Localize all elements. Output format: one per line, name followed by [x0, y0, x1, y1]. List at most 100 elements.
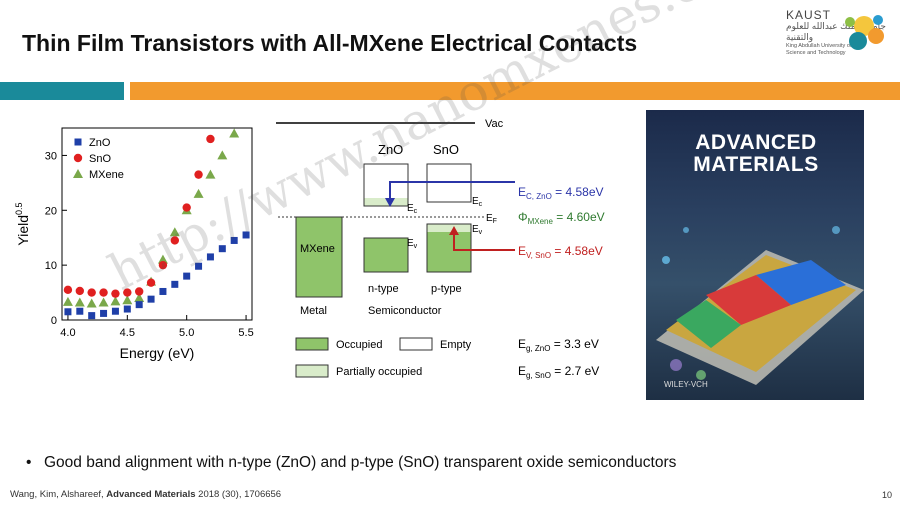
bullet-dot: • — [26, 454, 32, 471]
legend-label-zno: ZnO — [89, 137, 111, 149]
ev-sno-label: Ev — [472, 224, 483, 236]
data-point-sno — [63, 285, 73, 295]
zno-partially-occupied — [364, 198, 408, 206]
y-tick-label: 10 — [45, 260, 57, 272]
bullet-point: • Good band alignment with n-type (ZnO) a… — [26, 454, 676, 472]
sno-label: SnO — [433, 142, 459, 157]
legend-partial-label: Partially occupied — [336, 366, 422, 378]
slide-title: Thin Film Transistors with All-MXene Ele… — [22, 30, 638, 56]
x-tick-label: 4.5 — [120, 327, 135, 339]
data-point-zno — [195, 262, 203, 270]
journal-cover-image: ADVANCED MATERIALS WILEY-VCH — [646, 110, 864, 400]
sno-vb-outline — [426, 223, 472, 273]
cover-title-line1: ADVANCED — [695, 131, 817, 154]
bullet-text: Good band alignment with n-type (ZnO) an… — [44, 454, 677, 471]
data-point-sno — [111, 289, 120, 298]
cover-publisher: WILEY-VCH — [664, 380, 708, 389]
band-diagram: Vac ZnO SnO Ec Ec EF MXene Metal Ev Ev n… — [276, 118, 605, 380]
y-tick-label: 20 — [45, 205, 57, 217]
ec-zno-arrowhead — [385, 198, 395, 207]
citation-prefix: Wang, Kim, Alshareef, — [10, 489, 107, 500]
zno-valence-band — [363, 237, 409, 273]
legend-occupied-swatch — [295, 337, 329, 351]
data-point-mxene — [157, 254, 168, 264]
header-bar-orange — [130, 82, 900, 100]
ev-zno-label: Ev — [407, 238, 418, 250]
ef-label: EF — [486, 213, 497, 225]
x-tick-label: 5.0 — [179, 327, 194, 339]
semiconductor-label: Semiconductor — [368, 305, 442, 317]
zno-label: ZnO — [378, 142, 403, 157]
legend-label-sno: SnO — [89, 153, 111, 165]
ec-zno-arrow — [389, 181, 515, 204]
zno-cb-outline — [363, 163, 409, 207]
data-point-mxene — [229, 128, 240, 138]
legend-partial-swatch — [295, 364, 329, 378]
legend-marker-sno — [73, 153, 83, 163]
vac-label: Vac — [485, 118, 504, 130]
ev-sno-value: EV, SnO = 4.58eV — [518, 244, 603, 260]
logo-line1: King Abdullah University of — [786, 43, 852, 49]
citation: Wang, Kim, Alshareef, Advanced Materials… — [10, 489, 281, 500]
x-tick-label: 4.0 — [60, 327, 75, 339]
cover-title-line2: MATERIALS — [693, 153, 819, 176]
eg-sno-value: Eg, SnO = 2.7 eV — [518, 364, 599, 380]
metal-label: Metal — [300, 305, 327, 317]
phi-mxene-value: ΦMXene = 4.60eV — [518, 210, 605, 226]
data-point-sno — [170, 236, 180, 245]
data-point-zno — [88, 312, 96, 320]
data-point-sno — [158, 260, 168, 270]
legend-marker-mxene — [73, 169, 83, 178]
data-point-zno — [218, 245, 226, 253]
logo-line2: Science and Technology — [786, 50, 846, 56]
citation-journal: Advanced Materials — [106, 489, 196, 500]
page-number: 10 — [882, 490, 893, 500]
data-point-mxene — [62, 296, 73, 306]
data-point-mxene — [110, 296, 121, 306]
ev-sno-arrow — [453, 230, 515, 251]
data-point-zno — [64, 308, 72, 316]
data-point-mxene — [74, 297, 85, 307]
data-point-mxene — [205, 169, 216, 179]
legend-label-mxene: MXene — [89, 169, 124, 181]
cover-title: ADVANCED MATERIALS — [656, 132, 856, 176]
ntype-label: n-type — [368, 283, 399, 295]
x-axis-label: Energy (eV) — [120, 345, 195, 361]
ec-sno-label: Ec — [472, 196, 483, 208]
kaust-logo-text: KAUST جامعة الملك عبدالله للعلوم والتقني… — [786, 8, 900, 57]
data-point-mxene — [217, 150, 228, 160]
data-point-zno — [183, 272, 191, 280]
data-point-zno — [242, 231, 250, 239]
data-point-sno — [87, 288, 96, 297]
data-point-sno — [194, 170, 203, 179]
data-point-mxene — [134, 293, 145, 303]
data-point-mxene — [98, 297, 109, 307]
y-tick-label: 30 — [45, 150, 57, 162]
ev-sno-arrowhead — [449, 226, 459, 235]
data-point-zno — [171, 280, 179, 288]
ptype-label: p-type — [431, 283, 462, 295]
data-point-sno — [99, 288, 108, 297]
ec-zno-value: EC, ZnO = 4.58eV — [518, 185, 604, 201]
data-point-zno — [76, 307, 84, 315]
data-point-mxene — [122, 295, 133, 305]
data-point-mxene — [169, 227, 180, 237]
x-tick-label: 5.5 — [238, 327, 253, 339]
citation-suffix: 2018 (30), 1706656 — [195, 489, 282, 500]
data-point-zno — [111, 307, 119, 315]
plot-frame — [61, 127, 253, 321]
legend-empty-label: Empty — [440, 339, 472, 351]
logo-name: KAUST — [786, 8, 832, 22]
data-point-sno — [134, 287, 144, 296]
data-point-sno — [123, 288, 132, 297]
sno-partially-occupied — [427, 224, 471, 232]
data-point-zno — [230, 236, 238, 244]
mxene-label: MXene — [300, 243, 335, 255]
data-point-mxene — [86, 298, 97, 308]
y-axis-label: Yield0.5 — [14, 202, 31, 245]
data-point-zno — [147, 295, 155, 303]
legend-empty-swatch — [399, 337, 433, 351]
data-point-zno — [206, 253, 214, 261]
y-tick-label: 0 — [51, 315, 57, 327]
